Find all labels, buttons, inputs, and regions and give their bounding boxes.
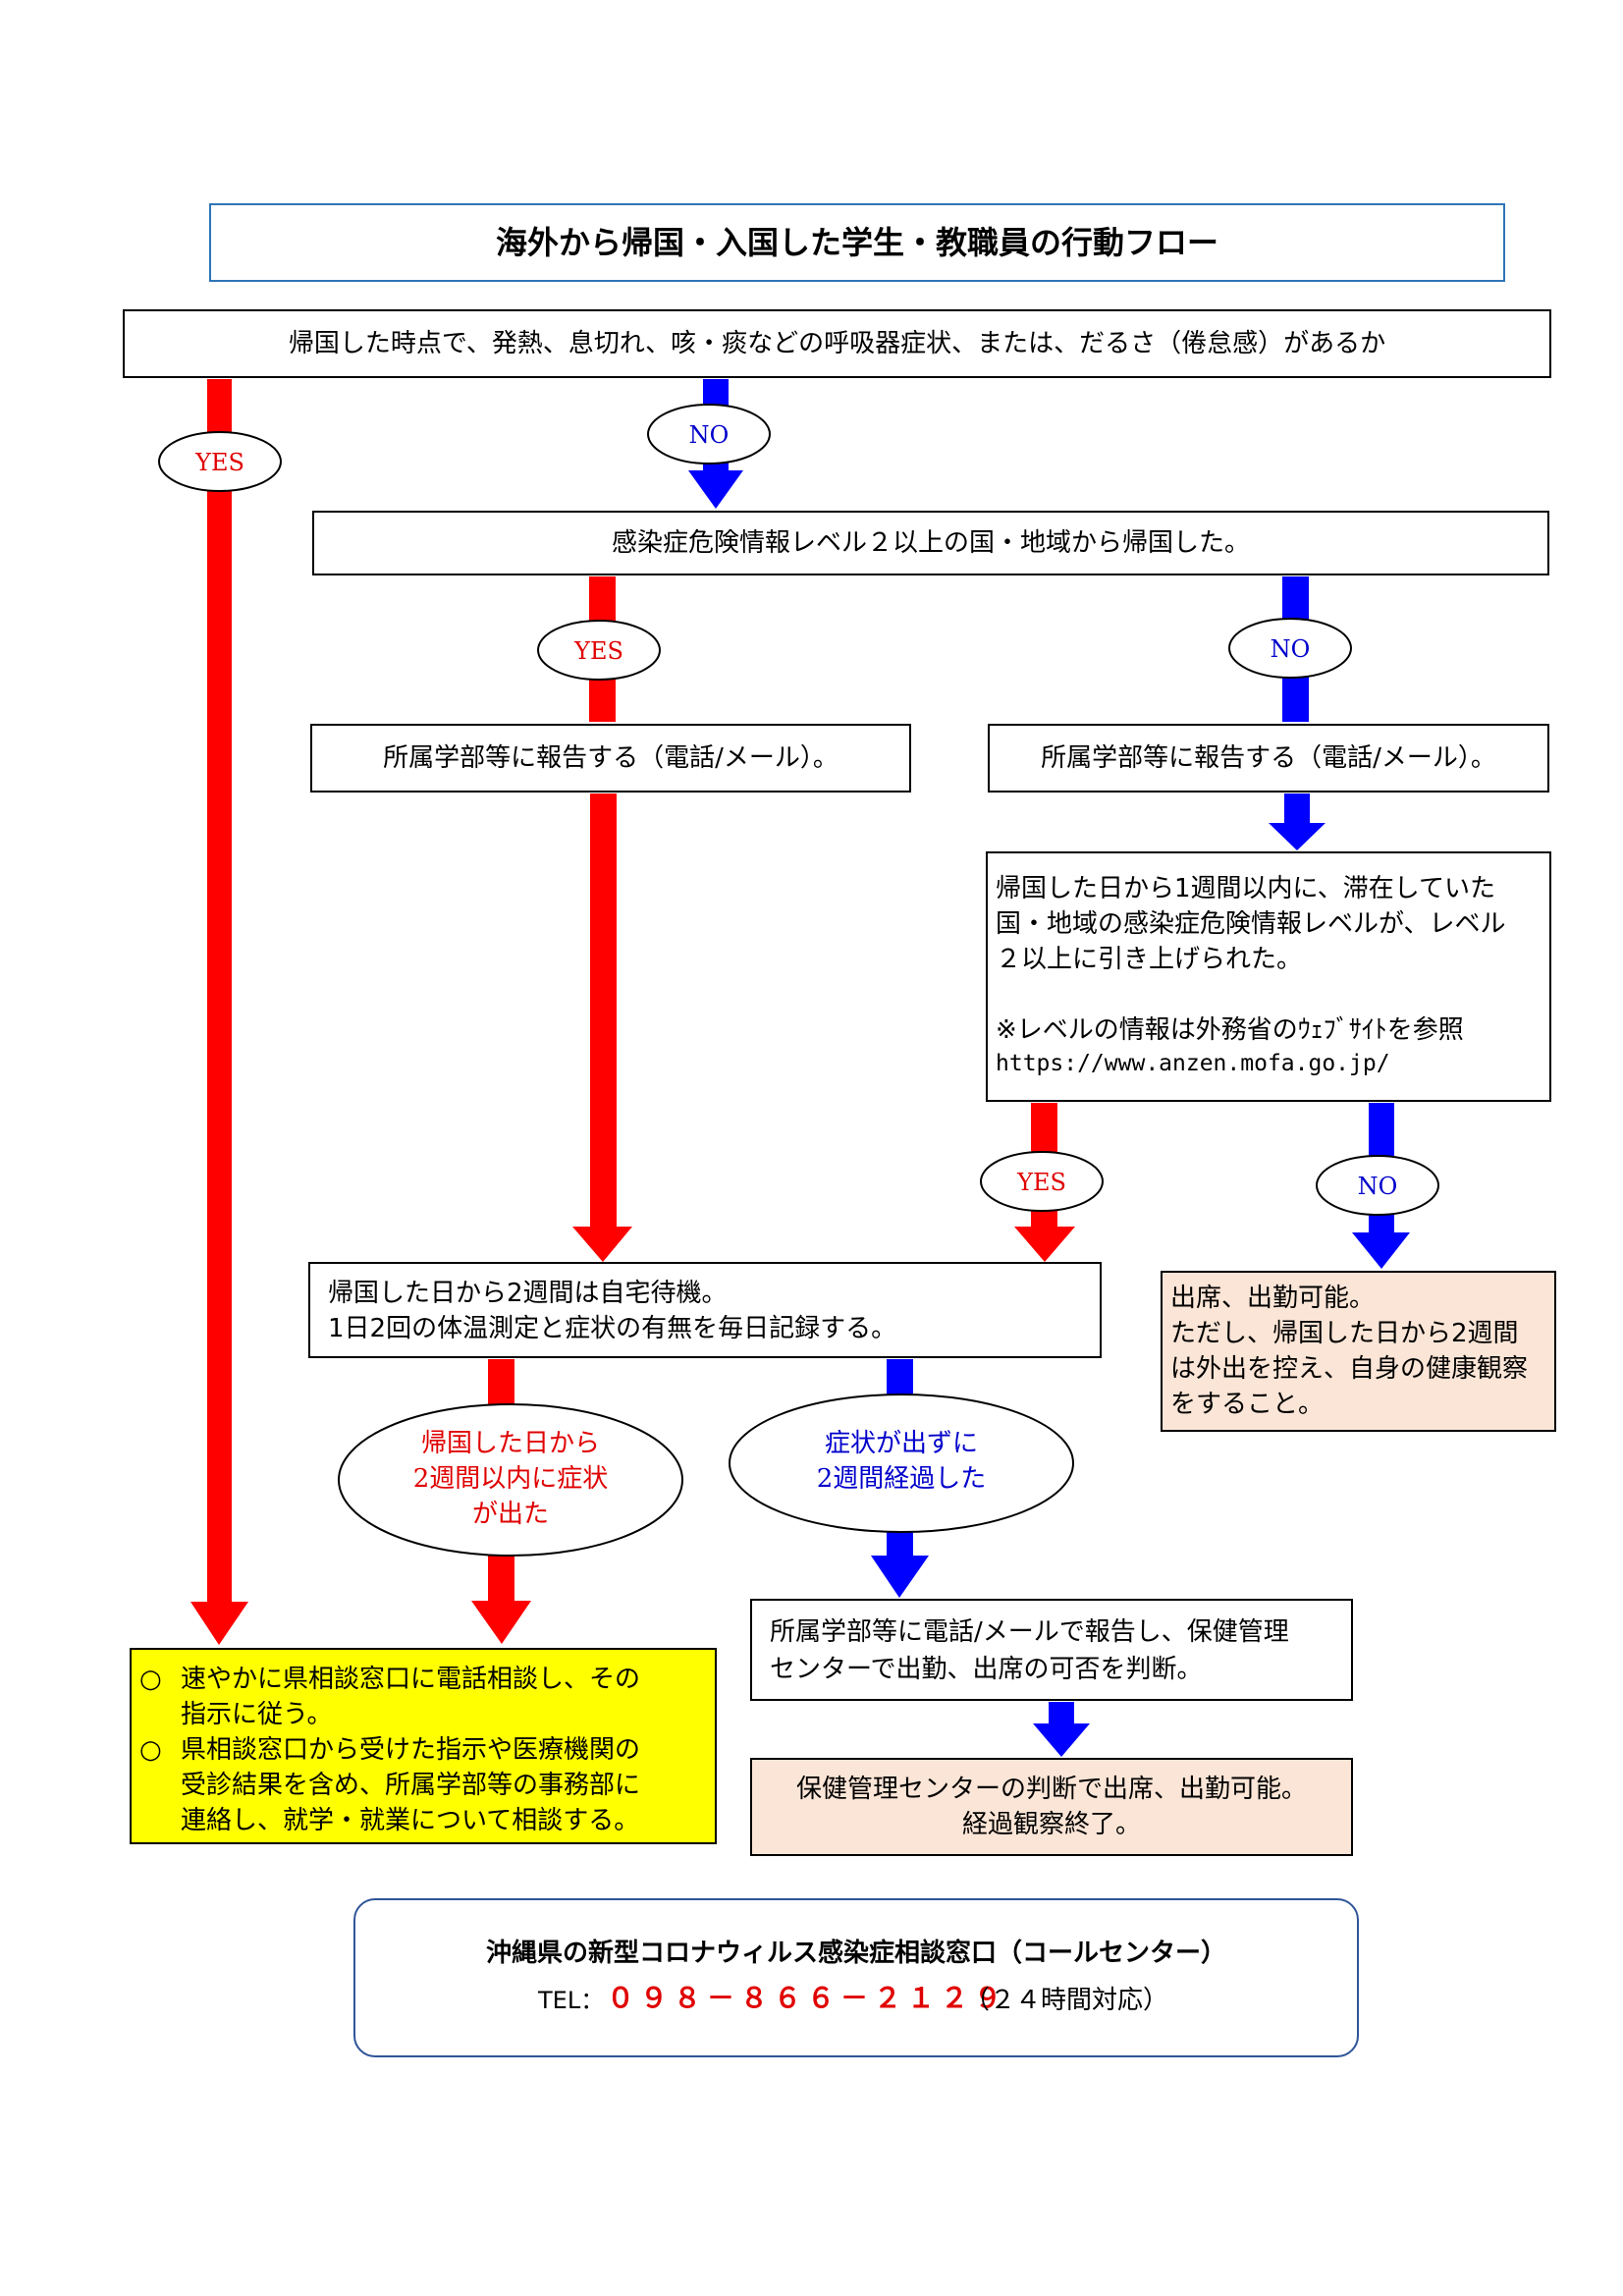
svg-text:2週間以内に症状: 2週間以内に症状 <box>413 1464 609 1494</box>
svg-text:が出た: が出た <box>472 1500 549 1529</box>
attend-possible-box: 出席、出勤可能。 ただし、帰国した日から2週間 は外出を控え、自身の健康観察 を… <box>1161 1271 1556 1432</box>
svg-text:YES: YES <box>194 449 244 476</box>
level-check-note: ※レベルの情報は外務省のｳｪﾌﾞｻｲﾄを参照 <box>996 1015 1464 1045</box>
action-item2-line1: 県相談窓口から受けた指示や医療機関の <box>181 1735 641 1765</box>
svg-text:NO: NO <box>1358 1173 1398 1200</box>
svg-text:症状が出ずに: 症状が出ずに <box>825 1429 978 1458</box>
consult-action-box: ○ 速やかに県相談窓口に電話相談し、その 指示に従う。 ○ 県相談窓口から受けた… <box>130 1648 717 1844</box>
bullet-icon: ○ <box>139 1665 162 1694</box>
page-title: 海外から帰国・入国した学生・教職員の行動フロー <box>495 224 1218 261</box>
svg-text:2週間経過した: 2週間経過した <box>817 1464 987 1494</box>
oval-no-level: NO <box>1316 1155 1439 1216</box>
attend-possible-line3: は外出を控え、自身の健康観察 <box>1170 1354 1529 1384</box>
level-raised-check-box: 帰国した日から1週間以内に、滞在していた 国・地域の感染症危険情報レベルが、レベ… <box>986 851 1551 1102</box>
attend-possible-line1: 出席、出勤可能。 <box>1170 1284 1376 1313</box>
final-decision-line1: 保健管理センターの判断で出席、出勤可能。 <box>795 1775 1307 1804</box>
level-check-line1: 帰国した日から1週間以内に、滞在していた <box>996 874 1495 903</box>
level-check-line3: ２以上に引き上げられた。 <box>996 945 1303 974</box>
report-faculty-text-left: 所属学部等に報告する（電話/メール）。 <box>383 743 839 773</box>
report-health-line2: センターで出勤、出席の可否を判断。 <box>770 1655 1203 1684</box>
oval-no-q1: NO <box>647 404 771 465</box>
action-item2-line2: 受診結果を含め、所属学部等の事務部に <box>181 1771 641 1800</box>
svg-text:YES: YES <box>1016 1169 1066 1196</box>
final-decision-box: 保健管理センターの判断で出席、出勤可能。 経過観察終了。 <box>750 1758 1353 1856</box>
question-symptoms-text: 帰国した時点で、発熱、息切れ、咳・痰などの呼吸器症状、または、だるさ（倦怠感）が… <box>288 329 1386 358</box>
oval-no-q2: NO <box>1228 618 1352 679</box>
arrow-report-right-down <box>1269 793 1325 850</box>
hours-text: （２４時間対応） <box>964 1986 1169 2015</box>
arrow-report-left-down <box>572 793 632 1262</box>
question-risk-level-box: 感染症危険情報レベル２以上の国・地域から帰国した。 <box>312 511 1549 575</box>
home-wait-line1: 帰国した日から2週間は自宅待機。 <box>328 1279 728 1308</box>
svg-text:帰国した日から: 帰国した日から <box>421 1429 600 1458</box>
question-symptoms-box: 帰国した時点で、発熱、息切れ、咳・痰などの呼吸器症状、または、だるさ（倦怠感）が… <box>123 309 1551 378</box>
call-center-title: 沖縄県の新型コロナウィルス感染症相談窓口（コールセンター） <box>485 1939 1226 1968</box>
action-item1-line2: 指示に従う。 <box>181 1700 333 1729</box>
tel-number: ０９８－８６６－２１２９ <box>607 1982 1008 2014</box>
oval-yes-q2: YES <box>537 620 661 681</box>
bullet-icon: ○ <box>139 1735 162 1765</box>
arrow-report-health-down <box>1033 1702 1090 1757</box>
home-wait-line2: 1日2回の体温測定と症状の有無を毎日記録する。 <box>328 1314 897 1343</box>
oval-symptom-appeared: 帰国した日から 2週間以内に症状 が出た <box>338 1403 683 1557</box>
tel-label: TEL： <box>538 1987 605 2014</box>
page-title-box: 海外から帰国・入国した学生・教職員の行動フロー <box>209 203 1505 282</box>
home-wait-box: 帰国した日から2週間は自宅待機。 1日2回の体温測定と症状の有無を毎日記録する。 <box>308 1262 1102 1358</box>
svg-text:NO: NO <box>1271 635 1311 663</box>
oval-no-symptom: 症状が出ずに 2週間経過した <box>729 1394 1074 1533</box>
call-center-box: 沖縄県の新型コロナウィルス感染症相談窓口（コールセンター） TEL： ０９８－８… <box>353 1898 1359 2057</box>
report-faculty-box-right: 所属学部等に報告する（電話/メール）。 <box>988 724 1549 793</box>
question-risk-level-text: 感染症危険情報レベル２以上の国・地域から帰国した。 <box>611 528 1250 558</box>
attend-possible-line4: をすること。 <box>1170 1390 1325 1419</box>
report-faculty-text-right: 所属学部等に報告する（電話/メール）。 <box>1041 743 1496 773</box>
arrow-q1-yes <box>190 379 248 1645</box>
action-item1-line1: 速やかに県相談窓口に電話相談し、その <box>181 1665 641 1694</box>
report-faculty-box-left: 所属学部等に報告する（電話/メール）。 <box>310 724 911 793</box>
report-health-center-box: 所属学部等に電話/メールで報告し、保健管理 センターで出勤、出席の可否を判断。 <box>750 1599 1353 1701</box>
oval-yes-q1: YES <box>158 431 282 492</box>
level-check-line2: 国・地域の感染症危険情報レベルが、レベル <box>996 909 1506 939</box>
svg-text:YES: YES <box>573 637 623 665</box>
attend-possible-line2: ただし、帰国した日から2週間 <box>1170 1319 1519 1348</box>
report-health-line1: 所属学部等に電話/メールで報告し、保健管理 <box>770 1617 1289 1647</box>
action-item2-line3: 連絡し、就学・就業について相談する。 <box>181 1806 640 1835</box>
mofa-url-text: https://www.anzen.mofa.go.jp/ <box>996 1051 1390 1076</box>
final-decision-line2: 経過観察終了。 <box>961 1810 1141 1839</box>
oval-yes-level: YES <box>980 1151 1104 1212</box>
svg-text:NO: NO <box>689 421 730 449</box>
